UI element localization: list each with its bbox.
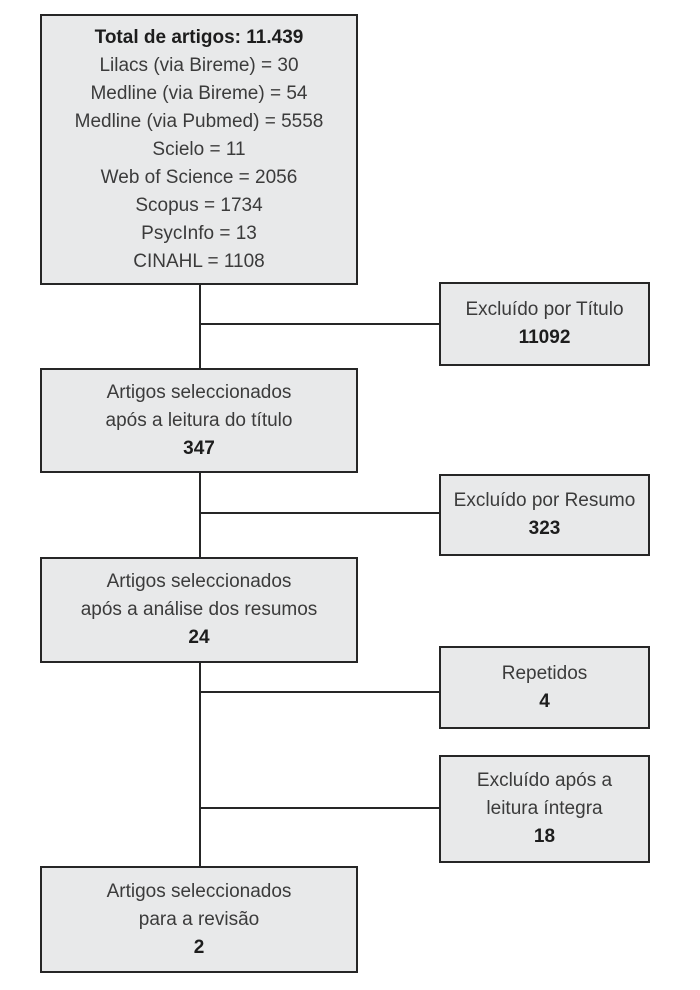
total-articles-title: Total de artigos: 11.439 bbox=[94, 26, 304, 48]
source-medline-bireme: Medline (via Bireme) = 54 bbox=[90, 82, 308, 104]
repeated-count: 4 bbox=[539, 690, 550, 712]
excluded-by-title-box: Excluído por Título 11092 bbox=[439, 282, 650, 366]
selected-for-review-line1: Artigos seleccionados bbox=[106, 880, 292, 902]
source-scielo: Scielo = 11 bbox=[152, 138, 246, 160]
excluded-after-full-reading-line1: Excluído após a bbox=[476, 770, 613, 791]
branch-connector-excluded-full-text bbox=[200, 807, 439, 809]
excluded-by-abstract-label: Excluído por Resumo bbox=[453, 490, 636, 511]
source-scopus: Scopus = 1734 bbox=[135, 194, 263, 216]
selected-after-abstract-line1: Artigos seleccionados bbox=[106, 571, 292, 592]
excluded-by-abstract-count: 323 bbox=[528, 518, 561, 539]
source-psycinfo: PsycInfo = 13 bbox=[141, 222, 257, 244]
source-web-of-science: Web of Science = 2056 bbox=[100, 166, 298, 188]
selected-after-title-box: Artigos seleccionados após a leitura do … bbox=[40, 368, 358, 473]
repeated-label: Repetidos bbox=[501, 662, 588, 684]
selected-after-title-count: 347 bbox=[183, 437, 215, 459]
total-articles-box: Total de artigos: 11.439 Lilacs (via Bir… bbox=[40, 14, 358, 285]
excluded-after-full-reading-box: Excluído após a leitura íntegra 18 bbox=[439, 755, 650, 863]
repeated-box: Repetidos 4 bbox=[439, 646, 650, 729]
selected-after-abstract-count: 24 bbox=[188, 627, 210, 648]
selected-after-abstract-line2: após a análise dos resumos bbox=[80, 599, 318, 620]
branch-connector-repeated bbox=[200, 691, 439, 693]
selected-for-review-line2: para a revisão bbox=[138, 908, 260, 930]
source-lilacs: Lilacs (via Bireme) = 30 bbox=[99, 54, 299, 76]
excluded-after-full-reading-line2: leitura íntegra bbox=[486, 798, 603, 819]
selected-for-review-count: 2 bbox=[193, 936, 205, 958]
source-medline-pubmed: Medline (via Pubmed) = 5558 bbox=[74, 110, 324, 132]
selected-after-abstract-box: Artigos seleccionados após a análise dos… bbox=[40, 557, 358, 663]
excluded-after-full-reading-count: 18 bbox=[533, 826, 556, 847]
source-cinahl: CINAHL = 1108 bbox=[133, 250, 265, 272]
excluded-by-abstract-box: Excluído por Resumo 323 bbox=[439, 474, 650, 556]
selected-after-title-line1: Artigos seleccionados bbox=[106, 381, 292, 403]
selected-for-review-box: Artigos seleccionados para a revisão 2 bbox=[40, 866, 358, 973]
branch-connector-excluded-by-title bbox=[200, 323, 439, 325]
selected-after-title-line2: após a leitura do título bbox=[105, 409, 293, 431]
excluded-by-title-count: 11092 bbox=[518, 327, 571, 348]
branch-connector-excluded-by-abstract bbox=[200, 512, 439, 514]
excluded-by-title-label: Excluído por Título bbox=[465, 299, 624, 320]
